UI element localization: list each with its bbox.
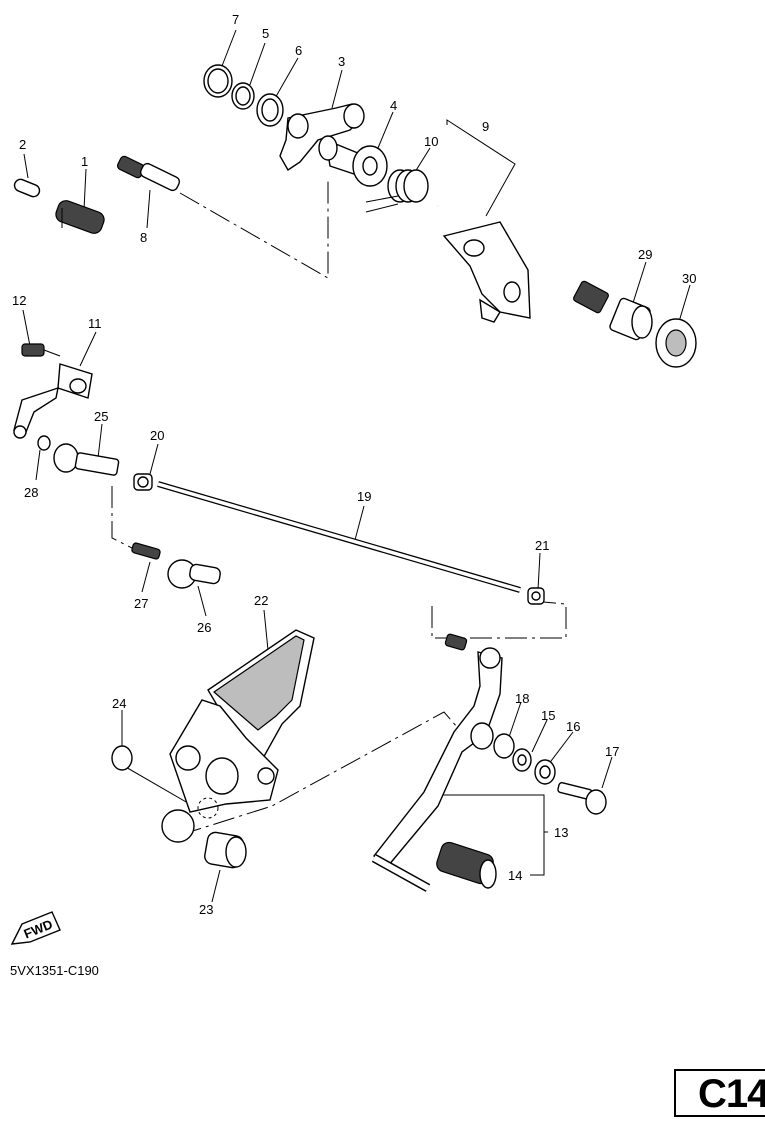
spring-10 — [365, 169, 429, 213]
page-code: C14 — [698, 1072, 765, 1116]
callout-14: 14 — [508, 868, 522, 883]
callout-17: 17 — [605, 744, 619, 759]
callout-labels: 7 5 6 3 4 10 9 2 1 8 29 30 12 11 25 20 2… — [12, 12, 696, 917]
leader-lines — [22, 29, 691, 903]
callout-3: 3 — [338, 54, 345, 69]
callout-25: 25 — [94, 409, 108, 424]
callout-19: 19 — [357, 489, 371, 504]
bushing-23 — [204, 831, 247, 869]
bolt-12 — [21, 343, 61, 357]
nut-21 — [527, 587, 545, 605]
callout-28: 28 — [24, 485, 38, 500]
washer-28 — [37, 435, 51, 451]
shift-shaft-9 — [435, 201, 609, 323]
callout-4: 4 — [390, 98, 397, 113]
callout-16: 16 — [566, 719, 580, 734]
callout-6: 6 — [295, 43, 302, 58]
callout-1: 1 — [81, 154, 88, 169]
pin-2 — [13, 178, 41, 198]
bushing-24 — [111, 745, 133, 771]
callout-13: 13 — [554, 825, 568, 840]
circlip-7 — [203, 64, 233, 98]
bushing-29 — [609, 297, 653, 341]
washer-16 — [534, 759, 556, 785]
shift-arm-3 — [279, 103, 365, 171]
shift-pedal-13 — [371, 633, 503, 892]
callout-24: 24 — [112, 696, 126, 711]
callout-18: 18 — [515, 691, 529, 706]
callout-7: 7 — [232, 12, 239, 27]
callout-11: 11 — [88, 316, 102, 331]
callout-9: 9 — [482, 119, 489, 134]
callout-5: 5 — [262, 26, 269, 41]
nut-20 — [133, 473, 153, 491]
diagram-code: 5VX1351-C190 — [10, 963, 99, 978]
callout-20: 20 — [150, 428, 164, 443]
washer-6 — [256, 93, 284, 127]
callout-26: 26 — [197, 620, 211, 635]
rod-end-25 — [53, 443, 120, 476]
shift-lever-11 — [13, 363, 93, 439]
washer-15 — [512, 748, 532, 772]
oil-seal-30 — [655, 318, 697, 368]
circlip-5 — [231, 82, 255, 110]
callout-21: 21 — [535, 538, 549, 553]
fwd-arrow-icon: FWD — [10, 911, 61, 945]
pedal-rubber-14 — [436, 841, 497, 889]
callout-23: 23 — [199, 902, 213, 917]
callout-29: 29 — [638, 247, 652, 262]
callout-30: 30 — [682, 271, 696, 286]
callout-12: 12 — [12, 293, 26, 308]
callout-10: 10 — [424, 134, 438, 149]
washer-18 — [493, 733, 515, 759]
bolt-1 — [55, 200, 105, 234]
joint-26 — [167, 559, 221, 589]
shift-rod-19 — [157, 481, 521, 593]
collar-4 — [318, 135, 388, 187]
callout-15: 15 — [541, 708, 555, 723]
page-code-box: C14 — [674, 1069, 765, 1117]
bolt-27 — [131, 542, 161, 560]
callout-27: 27 — [134, 596, 148, 611]
bolt-17 — [557, 781, 607, 815]
callout-22: 22 — [254, 593, 268, 608]
stud-8 — [116, 155, 181, 192]
bracket-22 — [161, 629, 315, 843]
callout-2: 2 — [19, 137, 26, 152]
callout-8: 8 — [140, 230, 147, 245]
